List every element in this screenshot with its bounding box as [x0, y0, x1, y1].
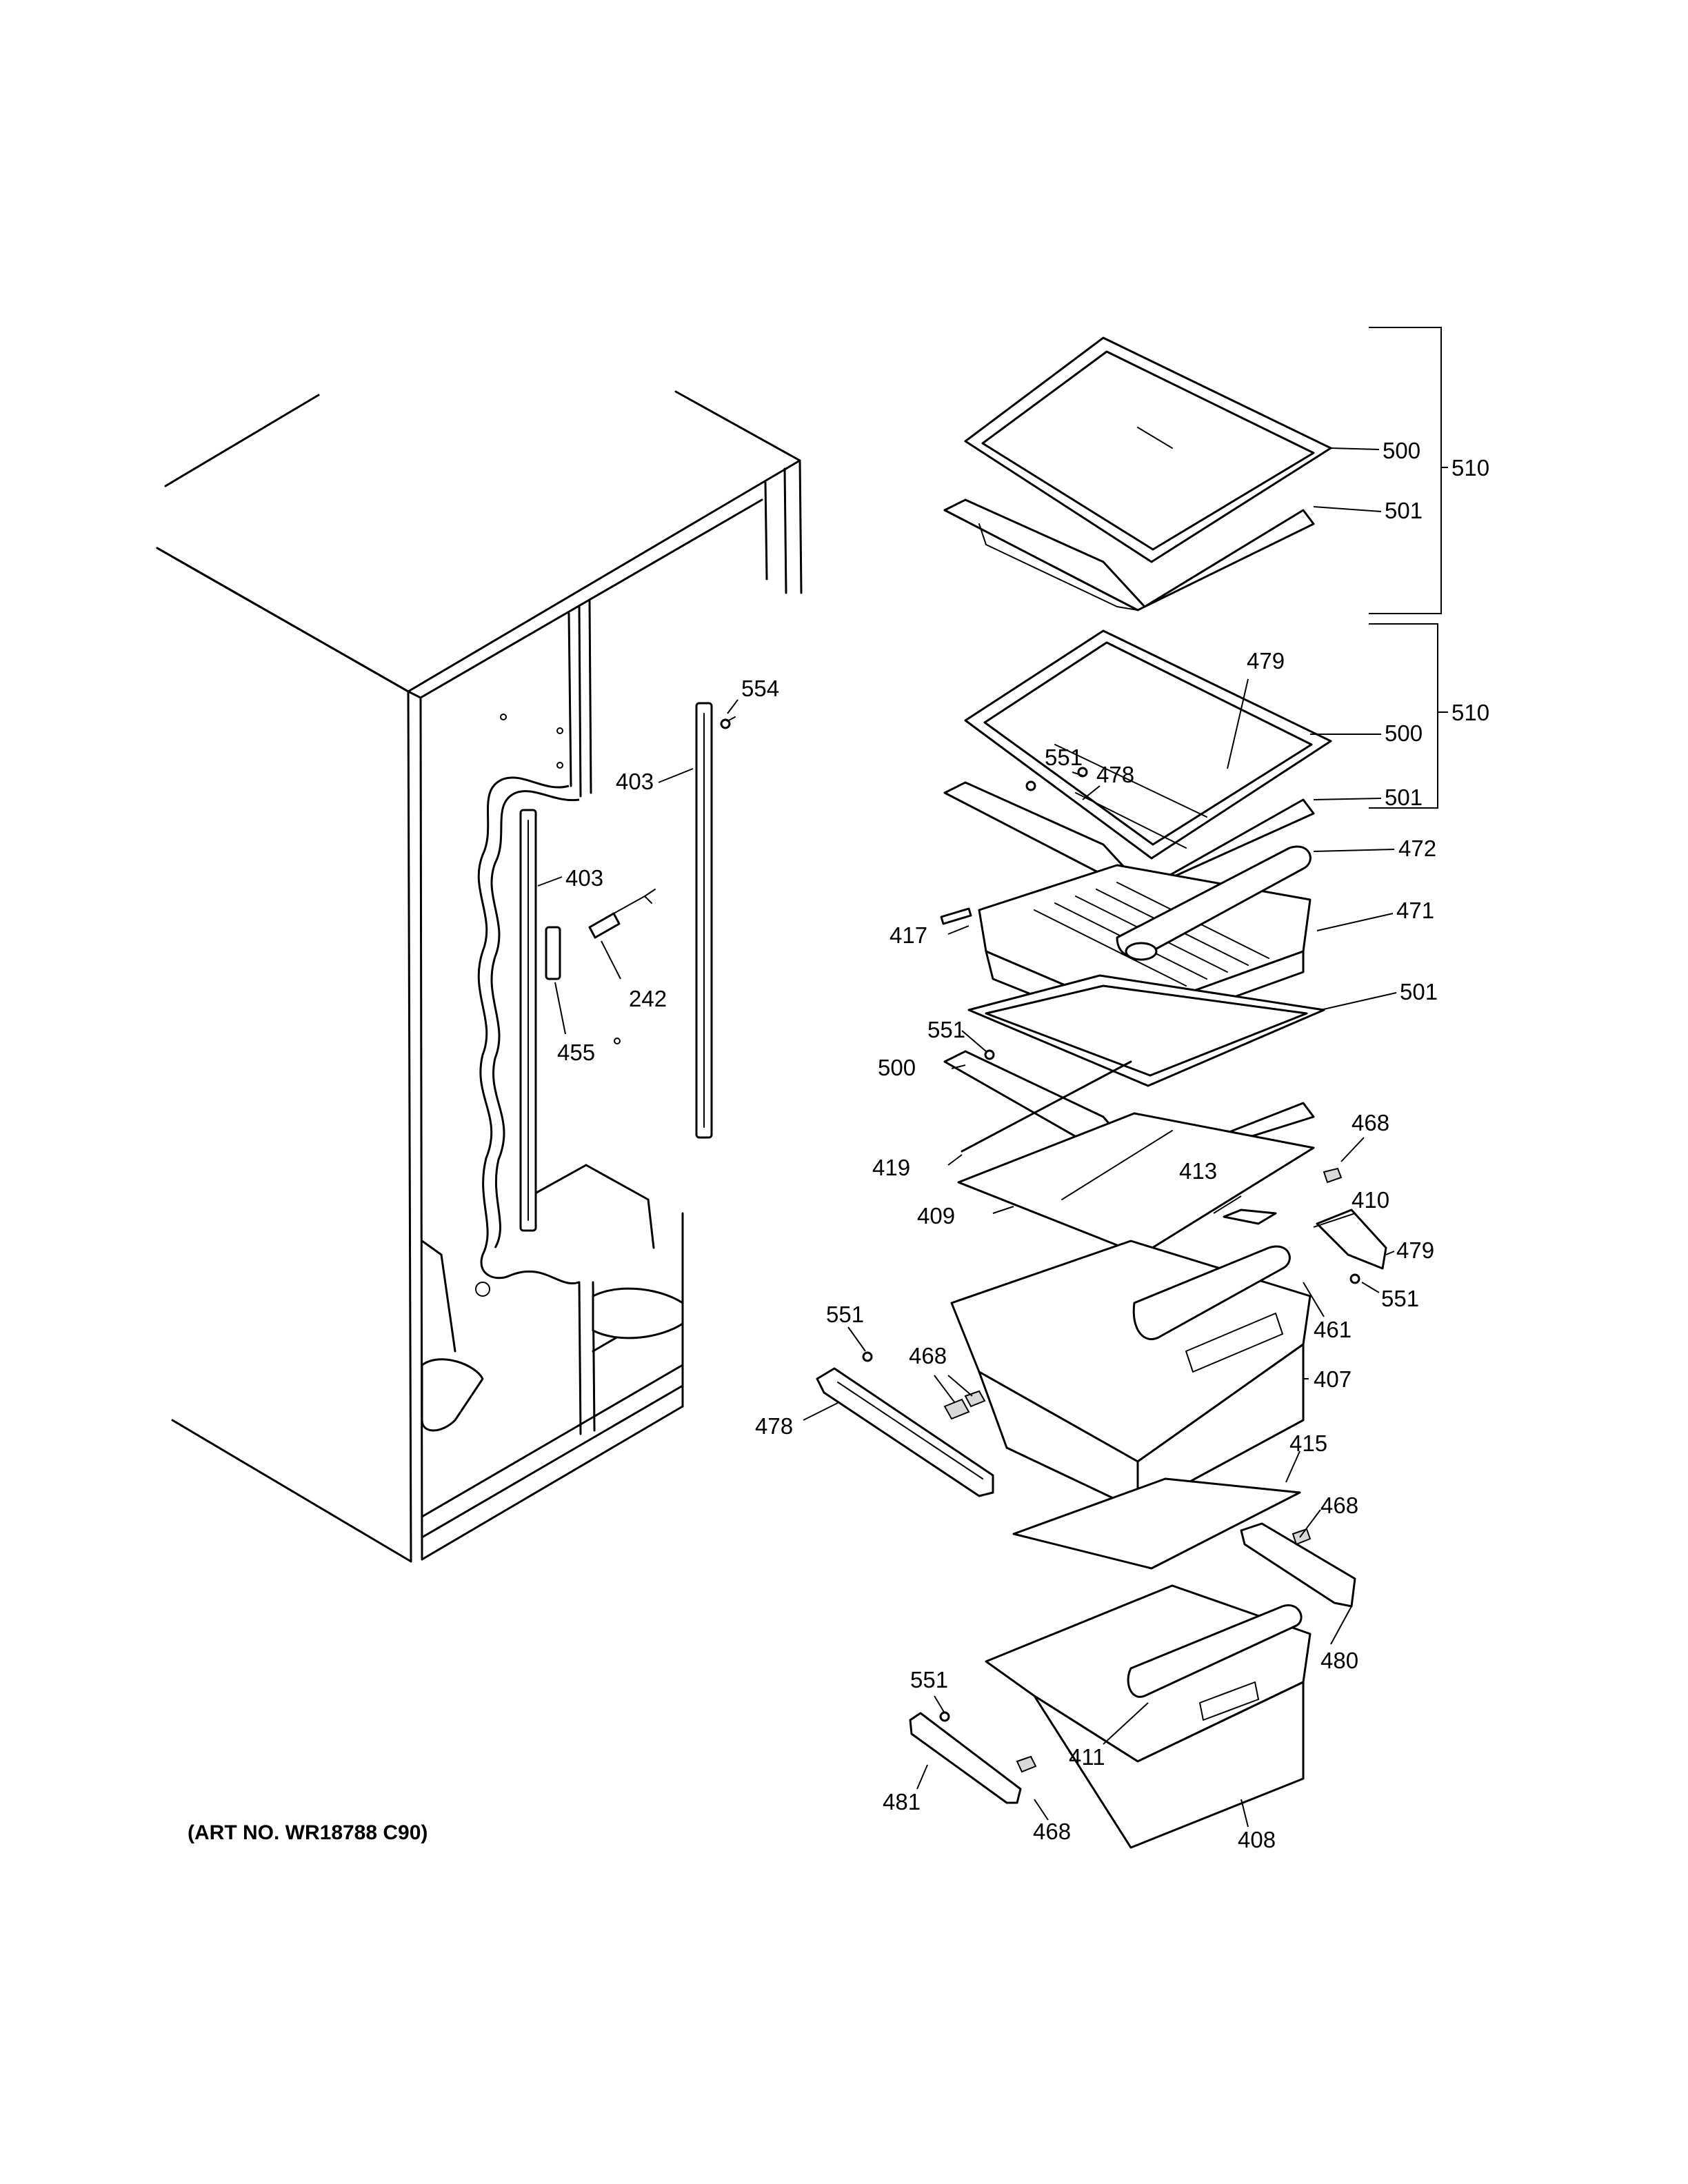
callout-468: 468 [1033, 1819, 1071, 1844]
glass-panel-409 [957, 1112, 1315, 1256]
callout-500: 500 [1385, 720, 1423, 746]
callout-407: 407 [1314, 1366, 1352, 1392]
callout-510: 510 [1451, 455, 1489, 481]
callout-478: 478 [1096, 762, 1134, 787]
callout-415: 415 [1289, 1430, 1327, 1456]
callout-labels: 500 501 510 479 500 510 551 478 501 472 … [557, 438, 1489, 1852]
callout-478: 478 [755, 1413, 793, 1439]
drawer-407 [950, 1167, 1387, 1511]
callout-461: 461 [1314, 1317, 1352, 1342]
callout-500: 500 [878, 1055, 916, 1080]
callout-408: 408 [1238, 1827, 1276, 1852]
leader-lines [537, 447, 1397, 1828]
callout-472: 472 [1398, 836, 1436, 861]
callout-501: 501 [1400, 979, 1438, 1004]
callout-468: 468 [1352, 1110, 1389, 1135]
callout-413: 413 [1179, 1158, 1217, 1184]
callout-479: 479 [1396, 1237, 1434, 1263]
drawer-408 [909, 1522, 1356, 1849]
callout-242: 242 [629, 986, 667, 1011]
callout-510: 510 [1451, 700, 1489, 725]
callout-468: 468 [909, 1343, 947, 1368]
glass-panel-415 [1012, 1477, 1301, 1570]
callout-468: 468 [1320, 1493, 1358, 1518]
callout-409: 409 [917, 1203, 955, 1228]
shelf-assembly-second [943, 629, 1332, 894]
callout-410: 410 [1352, 1187, 1389, 1213]
bracket-510-second [1369, 623, 1448, 809]
callout-481: 481 [883, 1789, 921, 1814]
callout-403: 403 [565, 865, 603, 891]
callout-417: 417 [890, 922, 927, 948]
art-number: (ART NO. WR18788 C90) [188, 1821, 428, 1844]
callout-411: 411 [1069, 1744, 1105, 1770]
callout-471: 471 [1396, 898, 1434, 923]
callout-551: 551 [826, 1302, 864, 1327]
callout-551: 551 [1381, 1286, 1419, 1311]
callout-500: 500 [1383, 438, 1420, 463]
callout-551: 551 [1045, 745, 1083, 770]
callout-551: 551 [927, 1017, 965, 1042]
callout-419: 419 [872, 1155, 910, 1180]
callout-501: 501 [1385, 785, 1423, 810]
callout-480: 480 [1320, 1648, 1358, 1673]
callout-479: 479 [1247, 648, 1285, 674]
refrigerator-cabinet [156, 390, 803, 1563]
callout-501: 501 [1385, 498, 1423, 523]
callout-403: 403 [616, 769, 654, 794]
bracket-510-top [1369, 327, 1448, 614]
shelf-assembly-top [943, 336, 1332, 611]
callout-455: 455 [557, 1040, 595, 1065]
callout-554: 554 [741, 676, 779, 701]
callout-551: 551 [910, 1667, 948, 1692]
drawer-slide-478 [816, 1351, 994, 1497]
